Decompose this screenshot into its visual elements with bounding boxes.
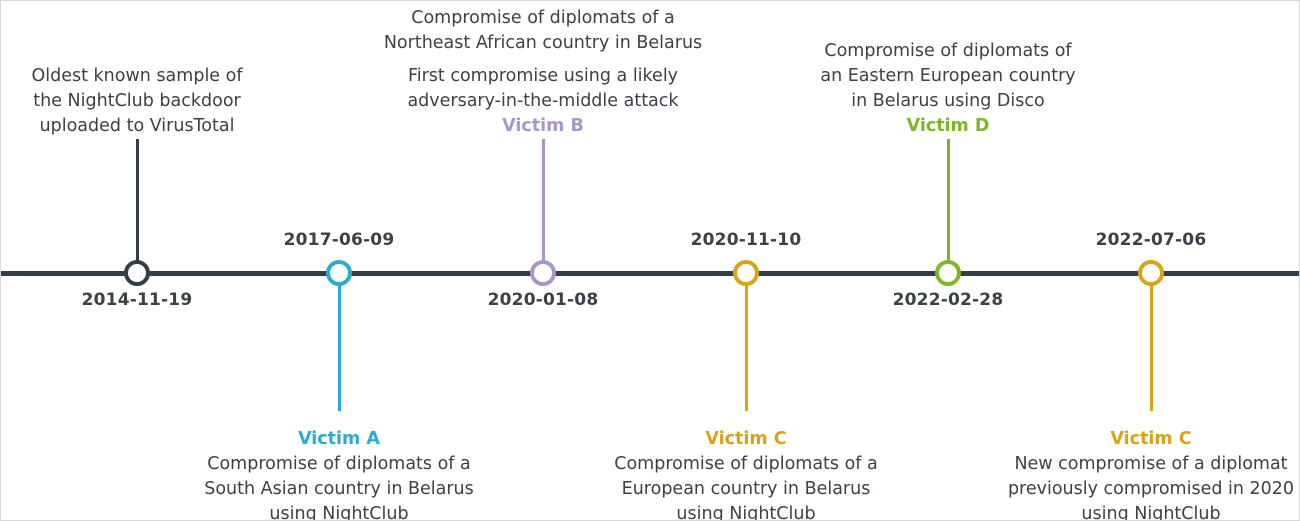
caption-line: Oldest known sample of xyxy=(31,66,243,86)
event-date-label: 2014-11-19 xyxy=(81,290,193,310)
event-marker[interactable] xyxy=(124,260,150,286)
event-date-label: 2017-06-09 xyxy=(283,230,395,250)
caption-line: South Asian country in Belarus xyxy=(204,479,474,499)
event-caption: Compromise of diplomats of an Eastern Eur… xyxy=(820,39,1075,139)
event-connector-line xyxy=(135,139,139,271)
caption-line: an Eastern European country xyxy=(820,66,1076,86)
event-caption: Victim A Compromise of diplomats of a Sout… xyxy=(204,427,474,521)
event-victim-label: Victim C xyxy=(1110,429,1192,449)
event-caption: Victim C Compromise of diplomats of a Euro… xyxy=(614,427,878,521)
event-victim-label: Victim D xyxy=(906,116,990,136)
event-marker[interactable] xyxy=(935,260,961,286)
caption-line: Compromise of diplomats of a xyxy=(411,8,675,28)
event-connector-line xyxy=(337,273,341,411)
caption-line: uploaded to VirusTotal xyxy=(39,116,235,136)
caption-line: using NightClub xyxy=(269,504,409,521)
caption-line: Compromise of diplomats of xyxy=(824,41,1072,61)
event-date-label: 2022-02-28 xyxy=(892,290,1004,310)
caption-line: in Belarus using Disco xyxy=(851,91,1045,111)
event-victim-label: Victim C xyxy=(705,429,787,449)
event-date-label: 2020-01-08 xyxy=(487,290,599,310)
caption-line: using NightClub xyxy=(1081,504,1221,521)
caption-line: Northeast African country in Belarus xyxy=(383,33,703,53)
caption-line: European country in Belarus xyxy=(621,479,871,499)
event-date-label: 2020-11-10 xyxy=(690,230,802,250)
event-marker[interactable] xyxy=(733,260,759,286)
caption-line: the NightClub backdoor xyxy=(33,91,241,111)
event-victim-label: Victim B xyxy=(502,116,584,136)
event-caption: Compromise of diplomats of a Northeast Af… xyxy=(384,6,702,139)
event-connector-line xyxy=(1149,273,1153,411)
event-date-label: 2022-07-06 xyxy=(1095,230,1207,250)
event-connector-line xyxy=(744,273,748,411)
caption-line: New compromise of a diplomat xyxy=(1014,454,1288,474)
caption-line: First compromise using a likely xyxy=(407,66,679,86)
event-caption: Victim C New compromise of a diplomat prev… xyxy=(1007,427,1295,521)
event-caption: Oldest known sample of the NightClub back… xyxy=(31,64,242,139)
caption-line: Compromise of diplomats of a xyxy=(207,454,471,474)
event-victim-label: Victim A xyxy=(298,429,380,449)
timeline-axis xyxy=(1,271,1299,276)
caption-line: using NightClub xyxy=(676,504,816,521)
event-marker[interactable] xyxy=(530,260,556,286)
caption-line: Compromise of diplomats of a xyxy=(614,454,878,474)
event-marker[interactable] xyxy=(326,260,352,286)
event-connector-line xyxy=(946,139,950,271)
caption-line: adversary-in-the-middle attack xyxy=(407,91,679,111)
event-marker[interactable] xyxy=(1138,260,1164,286)
event-connector-line xyxy=(541,139,545,271)
caption-spacer xyxy=(384,56,702,64)
caption-line: previously compromised in 2020 xyxy=(1007,479,1295,499)
